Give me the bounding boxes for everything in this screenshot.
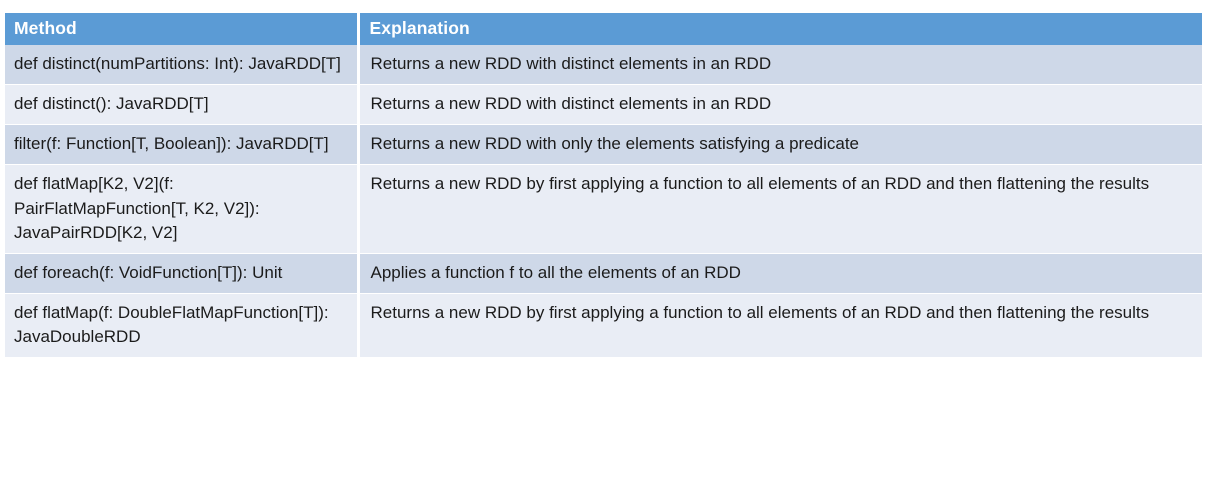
table-row: def flatMap[K2, V2](f: PairFlatMapFuncti… [5, 165, 1202, 254]
column-header-explanation: Explanation [356, 13, 1202, 45]
cell-method: def distinct(): JavaRDD[T] [5, 85, 358, 126]
cell-explanation: Returns a new RDD by first applying a fu… [356, 293, 1202, 359]
table-header-row: Method Explanation [5, 13, 1202, 45]
table-row: def foreach(f: VoidFunction[T]): Unit Ap… [5, 253, 1202, 294]
cell-explanation: Returns a new RDD with only the elements… [356, 125, 1202, 166]
column-header-method: Method [5, 13, 358, 45]
cell-explanation: Returns a new RDD by first applying a fu… [356, 165, 1202, 254]
api-method-table: Method Explanation def distinct(numParti… [5, 13, 1202, 359]
cell-explanation: Applies a function f to all the elements… [356, 253, 1202, 294]
table-header: Method Explanation [5, 13, 1202, 45]
cell-method: def foreach(f: VoidFunction[T]): Unit [5, 253, 358, 294]
cell-method: def flatMap[K2, V2](f: PairFlatMapFuncti… [5, 165, 358, 254]
cell-method: filter(f: Function[T, Boolean]): JavaRDD… [5, 125, 358, 166]
cell-method: def flatMap(f: DoubleFlatMapFunction[T])… [5, 293, 358, 359]
table-row: def distinct(numPartitions: Int): JavaRD… [5, 45, 1202, 86]
table-row: def flatMap(f: DoubleFlatMapFunction[T])… [5, 293, 1202, 359]
cell-explanation: Returns a new RDD with distinct elements… [356, 45, 1202, 86]
table-row: filter(f: Function[T, Boolean]): JavaRDD… [5, 125, 1202, 166]
cell-explanation: Returns a new RDD with distinct elements… [356, 85, 1202, 126]
table-body: def distinct(numPartitions: Int): JavaRD… [5, 45, 1202, 359]
table-row: def distinct(): JavaRDD[T] Returns a new… [5, 85, 1202, 126]
cell-method: def distinct(numPartitions: Int): JavaRD… [5, 45, 358, 86]
